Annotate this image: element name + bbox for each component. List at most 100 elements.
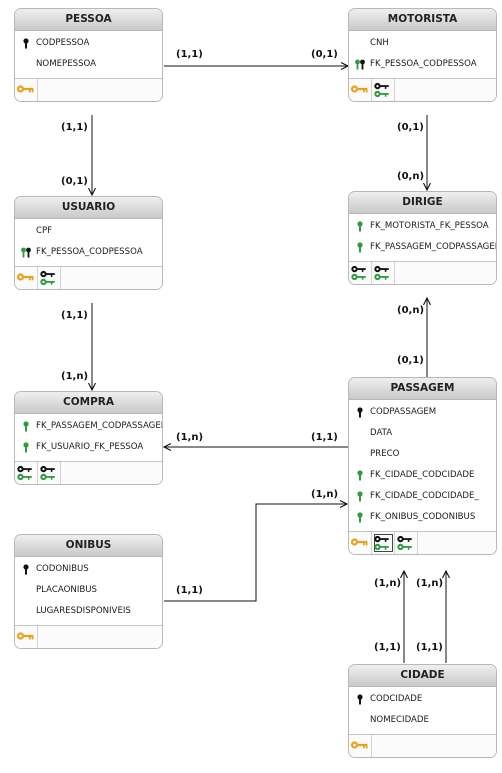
entity-dirige-title: DIRIGE — [349, 192, 496, 214]
primary-foreign-key-icon — [355, 59, 365, 70]
foreign-key-index-icon[interactable] — [38, 267, 61, 289]
attribute-name: FK_ONIBUS_CODONIBUS — [370, 512, 476, 522]
foreign-key-index-icon[interactable] — [15, 462, 38, 484]
cardinality-pessoa-usuario-source: (1,1) — [61, 122, 88, 133]
entity-dirige-footer — [349, 262, 496, 284]
key-index-icon[interactable] — [15, 626, 38, 648]
attribute-row[interactable]: FK_ONIBUS_CODONIBUS — [349, 507, 496, 528]
attribute-row[interactable]: FK_PESSOA_CODPESSOA — [15, 242, 162, 263]
attribute-name: FK_MOTORISTA_FK_PESSOA — [370, 221, 489, 231]
attribute-row[interactable]: CPF — [15, 221, 162, 242]
attribute-name: CPF — [36, 226, 53, 236]
attribute-row[interactable]: DATA — [349, 423, 496, 444]
entity-pessoa-footer — [15, 79, 162, 101]
foreign-key-index-icon[interactable] — [372, 262, 395, 284]
attribute-name: FK_PESSOA_CODPESSOA — [370, 59, 477, 69]
attribute-row[interactable]: FK_PASSAGEM_CODPASSAGEM — [15, 416, 162, 437]
cardinality-onibus-passagem-target: (1,n) — [311, 489, 339, 500]
cardinality-motorista-dirige-source: (0,1) — [397, 122, 424, 133]
foreign-key-index-icon[interactable] — [349, 262, 372, 284]
entity-compra-title: COMPRA — [15, 392, 162, 414]
attribute-row[interactable]: PLACAONIBUS — [15, 580, 162, 601]
cardinality-cidade-passagem-2-source: (1,1) — [416, 642, 443, 653]
attribute-row[interactable]: FK_CIDADE_CODCIDADE — [349, 465, 496, 486]
cardinality-pessoa-usuario-target: (0,1) — [61, 176, 88, 187]
attribute-row[interactable]: FK_CIDADE_CODCIDADE_ — [349, 486, 496, 507]
cardinality-pessoa-motorista-source: (1,1) — [176, 49, 203, 60]
attribute-row[interactable]: PRECO — [349, 444, 496, 465]
entity-usuario-attributes: CPF FK_PESSOA_CODPESSOA — [15, 219, 162, 267]
cardinality-passagem-compra-source: (1,1) — [311, 432, 338, 443]
attribute-name: FK_PASSAGEM_CODPASSAGEM — [370, 242, 496, 252]
attribute-row[interactable]: NOMEPESSOA — [15, 54, 162, 75]
attribute-row[interactable]: LUGARESDISPONIVEIS — [15, 601, 162, 622]
key-index-icon[interactable] — [15, 267, 38, 289]
attribute-row[interactable]: CODCIDADE — [349, 689, 496, 710]
attribute-row[interactable]: CODPESSOA — [15, 33, 162, 54]
entity-cidade-attributes: CODCIDADE NOMECIDADE — [349, 687, 496, 735]
entity-dirige-attributes: FK_MOTORISTA_FK_PESSOA FK_PASSAGEM_CODPAS… — [349, 214, 496, 262]
entity-cidade-footer — [349, 735, 496, 757]
entity-motorista-attributes: CNH FK_PESSOA_CODPESSOA — [349, 31, 496, 79]
entity-pessoa-attributes: CODPESSOA NOMEPESSOA — [15, 31, 162, 79]
attribute-name: FK_PASSAGEM_CODPASSAGEM — [36, 421, 162, 431]
attribute-name: PRECO — [370, 449, 400, 459]
primary-foreign-key-icon — [21, 247, 31, 258]
attribute-name: DATA — [370, 428, 393, 438]
attribute-row[interactable]: NOMECIDADE — [349, 710, 496, 731]
cardinality-cidade-passagem-2-target: (1,n) — [416, 578, 444, 589]
entity-compra-footer — [15, 462, 162, 484]
cardinality-usuario-compra-target: (1,n) — [61, 371, 89, 382]
entity-compra-attributes: FK_PASSAGEM_CODPASSAGEM FK_USUARIO_FK_PES… — [15, 414, 162, 462]
foreign-key-index-icon[interactable] — [372, 532, 395, 554]
attribute-row[interactable]: CODONIBUS — [15, 559, 162, 580]
cardinality-cidade-passagem-1-target: (1,n) — [374, 578, 402, 589]
entity-passagem-footer — [349, 532, 496, 554]
cardinality-pessoa-motorista-target: (0,1) — [311, 49, 338, 60]
attribute-name: PLACAONIBUS — [36, 585, 97, 595]
attribute-name: LUGARESDISPONIVEIS — [36, 606, 131, 616]
cardinality-cidade-passagem-1-source: (1,1) — [374, 642, 401, 653]
attribute-row[interactable]: FK_USUARIO_FK_PESSOA — [15, 437, 162, 458]
link-onibus-passagem — [164, 504, 347, 602]
entity-dirige[interactable]: DIRIGE FK_MOTORISTA_FK_PESSOA FK_PASSAGEM… — [348, 191, 497, 285]
foreign-key-icon — [357, 512, 363, 523]
attribute-name: CNH — [370, 38, 389, 48]
foreign-key-icon — [23, 442, 29, 453]
entity-compra[interactable]: COMPRA FK_PASSAGEM_CODPASSAGEM FK_USUARIO… — [14, 391, 163, 485]
key-index-icon[interactable] — [15, 79, 38, 101]
foreign-key-icon — [23, 421, 29, 432]
key-index-icon[interactable] — [349, 735, 372, 757]
cardinality-passagem-dirige-target: (0,n) — [397, 305, 425, 316]
attribute-row[interactable]: FK_PESSOA_CODPESSOA — [349, 54, 496, 75]
foreign-key-icon — [357, 242, 363, 253]
attribute-row[interactable]: FK_PASSAGEM_CODPASSAGEM — [349, 237, 496, 258]
entity-onibus-attributes: CODONIBUS PLACAONIBUS LUGARESDISPONIVEIS — [15, 557, 162, 626]
entity-onibus-footer — [15, 626, 162, 648]
entity-motorista[interactable]: MOTORISTA CNH FK_PESSOA_CODPESSOA — [348, 8, 497, 102]
cardinality-passagem-compra-target: (1,n) — [176, 432, 204, 443]
attribute-row[interactable]: CNH — [349, 33, 496, 54]
attribute-name: FK_CIDADE_CODCIDADE_ — [370, 491, 479, 501]
cardinality-onibus-passagem-source: (1,1) — [176, 585, 203, 596]
entity-motorista-footer — [349, 79, 496, 101]
attribute-name: CODCIDADE — [370, 694, 423, 704]
attribute-name: FK_PESSOA_CODPESSOA — [36, 247, 143, 257]
foreign-key-index-icon[interactable] — [395, 532, 418, 554]
attribute-name: CODPESSOA — [36, 38, 90, 48]
entity-motorista-title: MOTORISTA — [349, 9, 496, 31]
foreign-key-index-icon[interactable] — [372, 79, 395, 101]
entity-passagem-attributes: CODPASSAGEM DATA PRECO FK_CIDADE_CODCIDADE F… — [349, 400, 496, 532]
foreign-key-index-icon[interactable] — [38, 462, 61, 484]
attribute-name: NOMEPESSOA — [36, 59, 97, 69]
key-index-icon[interactable] — [349, 79, 372, 101]
key-index-icon[interactable] — [349, 532, 372, 554]
attribute-row[interactable]: CODPASSAGEM — [349, 402, 496, 423]
attribute-name: FK_USUARIO_FK_PESSOA — [36, 442, 144, 452]
attribute-row[interactable]: FK_MOTORISTA_FK_PESSOA — [349, 216, 496, 237]
